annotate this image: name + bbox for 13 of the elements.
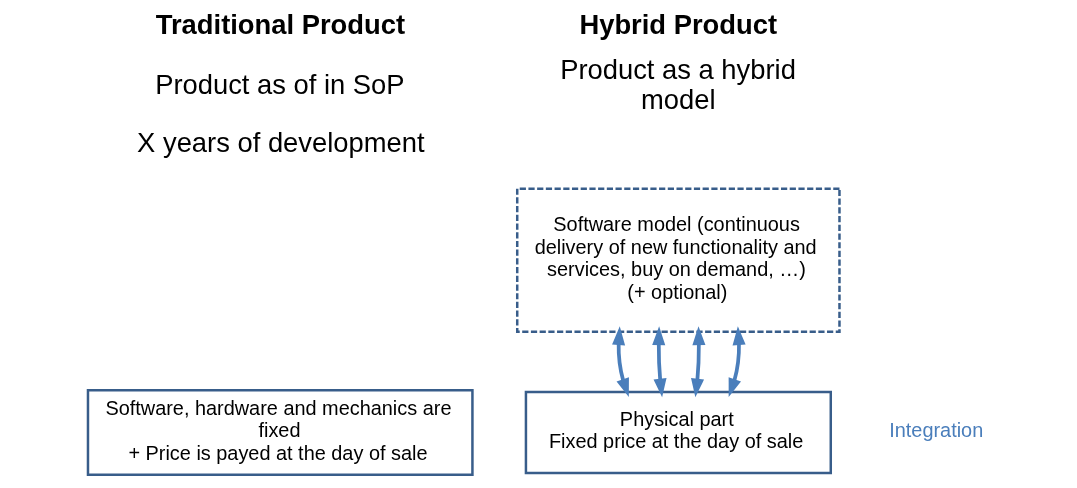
node-box: Software model (continuous delivery of new functionality and services, buy on demand, …) (+ optional) xyxy=(515,187,841,333)
label: Product as of in SoP xyxy=(154,68,405,100)
arrow xyxy=(651,326,667,398)
label: X years of development xyxy=(136,127,425,159)
label: Integration xyxy=(888,419,983,442)
arrow xyxy=(728,326,746,398)
arrow xyxy=(690,326,705,398)
label: Hybrid Product xyxy=(578,8,777,40)
label: Traditional Product xyxy=(155,8,405,40)
label: Product as a hybrid model xyxy=(559,53,796,115)
node-box: Physical part Fixed price at the day of sale xyxy=(524,390,832,475)
arrow xyxy=(611,326,629,398)
node-box: Software, hardware and mechanics are fixed + Price is payed at the day of sale xyxy=(86,388,474,477)
